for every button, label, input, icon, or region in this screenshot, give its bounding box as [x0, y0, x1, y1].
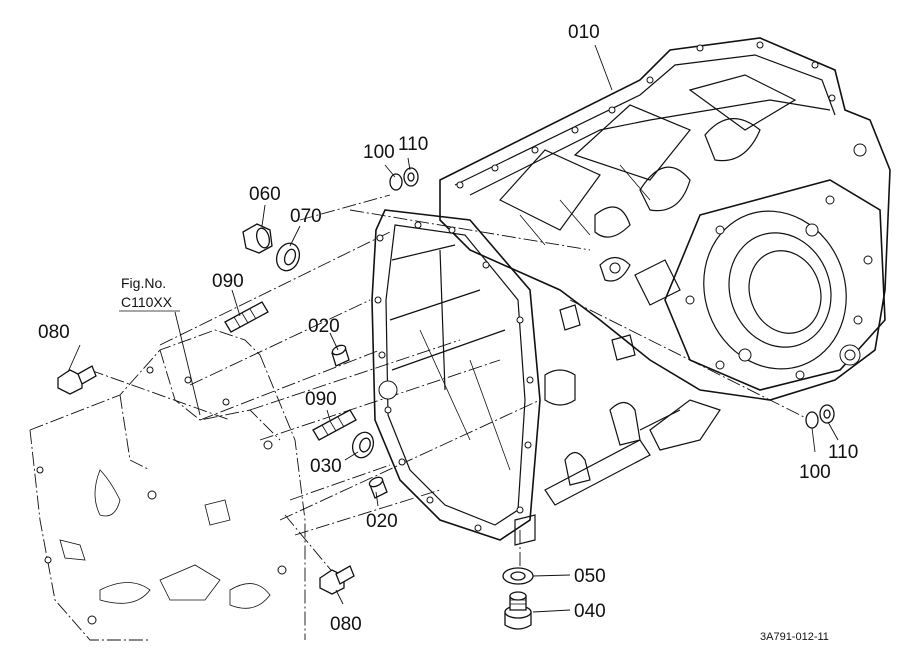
stud-090-upper: [224, 301, 269, 333]
adjacent-housing-outline: [29, 329, 306, 641]
figure-reference-line2: C110XX: [121, 294, 173, 310]
callout-030: 030: [310, 456, 342, 477]
figure-reference: Fig.No. C110XX: [119, 275, 180, 312]
callout-020-lower: 020: [366, 511, 398, 532]
dowel-pin-020-upper: [331, 344, 350, 367]
drain-plug-040: [504, 591, 532, 630]
callout-070: 070: [290, 206, 322, 227]
callout-040: 040: [574, 601, 606, 622]
washer-050: [502, 567, 534, 585]
callout-110-right: 110: [828, 442, 858, 463]
callout-110-upper: 110: [398, 134, 428, 155]
callout-010: 010: [568, 22, 600, 43]
callout-080-upper: 080: [38, 322, 70, 343]
alignment-lines: [89, 194, 811, 580]
figure-code: 3A791-012-11: [760, 631, 829, 643]
callout-090-upper: 090: [212, 271, 244, 292]
bolt-080-lower: [319, 565, 355, 595]
oil-seal-030: [351, 431, 375, 459]
callout-100-upper: 100: [363, 142, 395, 163]
washer-nut-upper: [389, 167, 419, 191]
dowel-pin-020-lower: [368, 476, 388, 499]
o-ring-070: [275, 242, 301, 272]
callout-100-right: 100: [799, 462, 831, 483]
stud-090-lower: [312, 409, 357, 441]
callout-090-lower: 090: [305, 389, 337, 410]
callout-020-upper: 020: [308, 316, 340, 337]
callout-080-lower: 080: [330, 614, 362, 635]
callout-050: 050: [574, 566, 606, 587]
plug-060: [242, 223, 273, 254]
leader-lines: [67, 44, 839, 613]
transmission-case: [371, 37, 891, 546]
bolt-080-upper: [57, 365, 97, 395]
figure-reference-line1: Fig.No.: [121, 275, 166, 291]
callout-060: 060: [249, 184, 281, 205]
